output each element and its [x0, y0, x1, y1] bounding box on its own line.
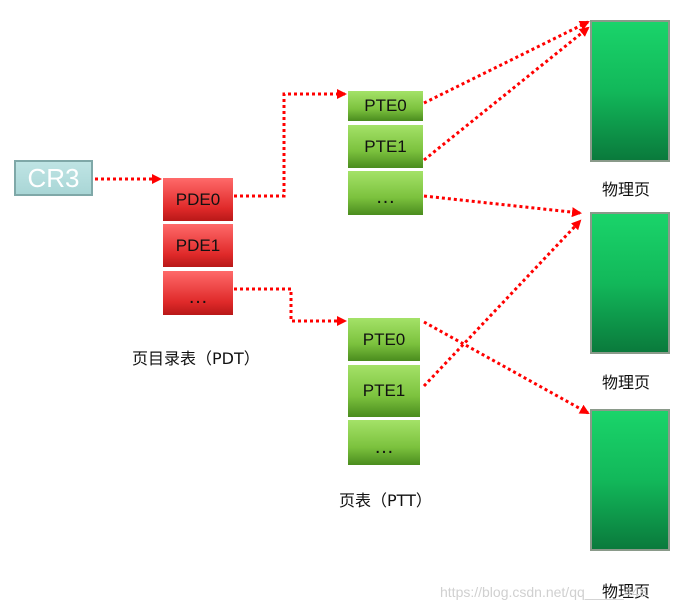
physical-page-1: [590, 20, 670, 162]
upper-pte1: PTE1: [348, 125, 423, 168]
arrow-upper-pte1-to-page1: [423, 26, 590, 162]
upper-pte0: PTE0: [348, 91, 423, 121]
pdt-entry-pde0: PDE0: [163, 178, 233, 221]
arrow-upper-ellipsis-to-page2: [423, 194, 582, 218]
physical-page-1-label: 物理页: [602, 180, 651, 199]
arrow-pde0-to-pte0-upper: [234, 89, 347, 198]
arrow-ellipsis-to-pte0-lower: [234, 287, 347, 326]
physical-page-3: [590, 409, 670, 551]
upper-pte-ellipsis: …: [348, 171, 423, 215]
cr3-register: CR3: [14, 160, 93, 196]
pdt-entry-pde1: PDE1: [163, 224, 233, 267]
lower-pte-ellipsis: …: [348, 420, 420, 465]
arrow-lower-pte1-to-page2: [422, 219, 582, 388]
physical-page-2: [590, 212, 670, 354]
arrow-lower-pte0-to-page3: [423, 320, 590, 415]
pdt-caption: 页目录表（PDT）: [132, 349, 260, 368]
pdt-entry-ellipsis: …: [163, 271, 233, 315]
arrow-upper-pte0-to-page1: [423, 20, 590, 105]
ptt-caption: 页表（PTT）: [339, 491, 432, 510]
watermark: https://blog.csdn.net/qq_____448: [440, 584, 648, 600]
physical-page-3-label: 物理页: [602, 582, 651, 601]
lower-pte0: PTE0: [348, 318, 420, 361]
physical-page-2-label: 物理页: [602, 373, 651, 392]
lower-pte1: PTE1: [348, 365, 420, 417]
